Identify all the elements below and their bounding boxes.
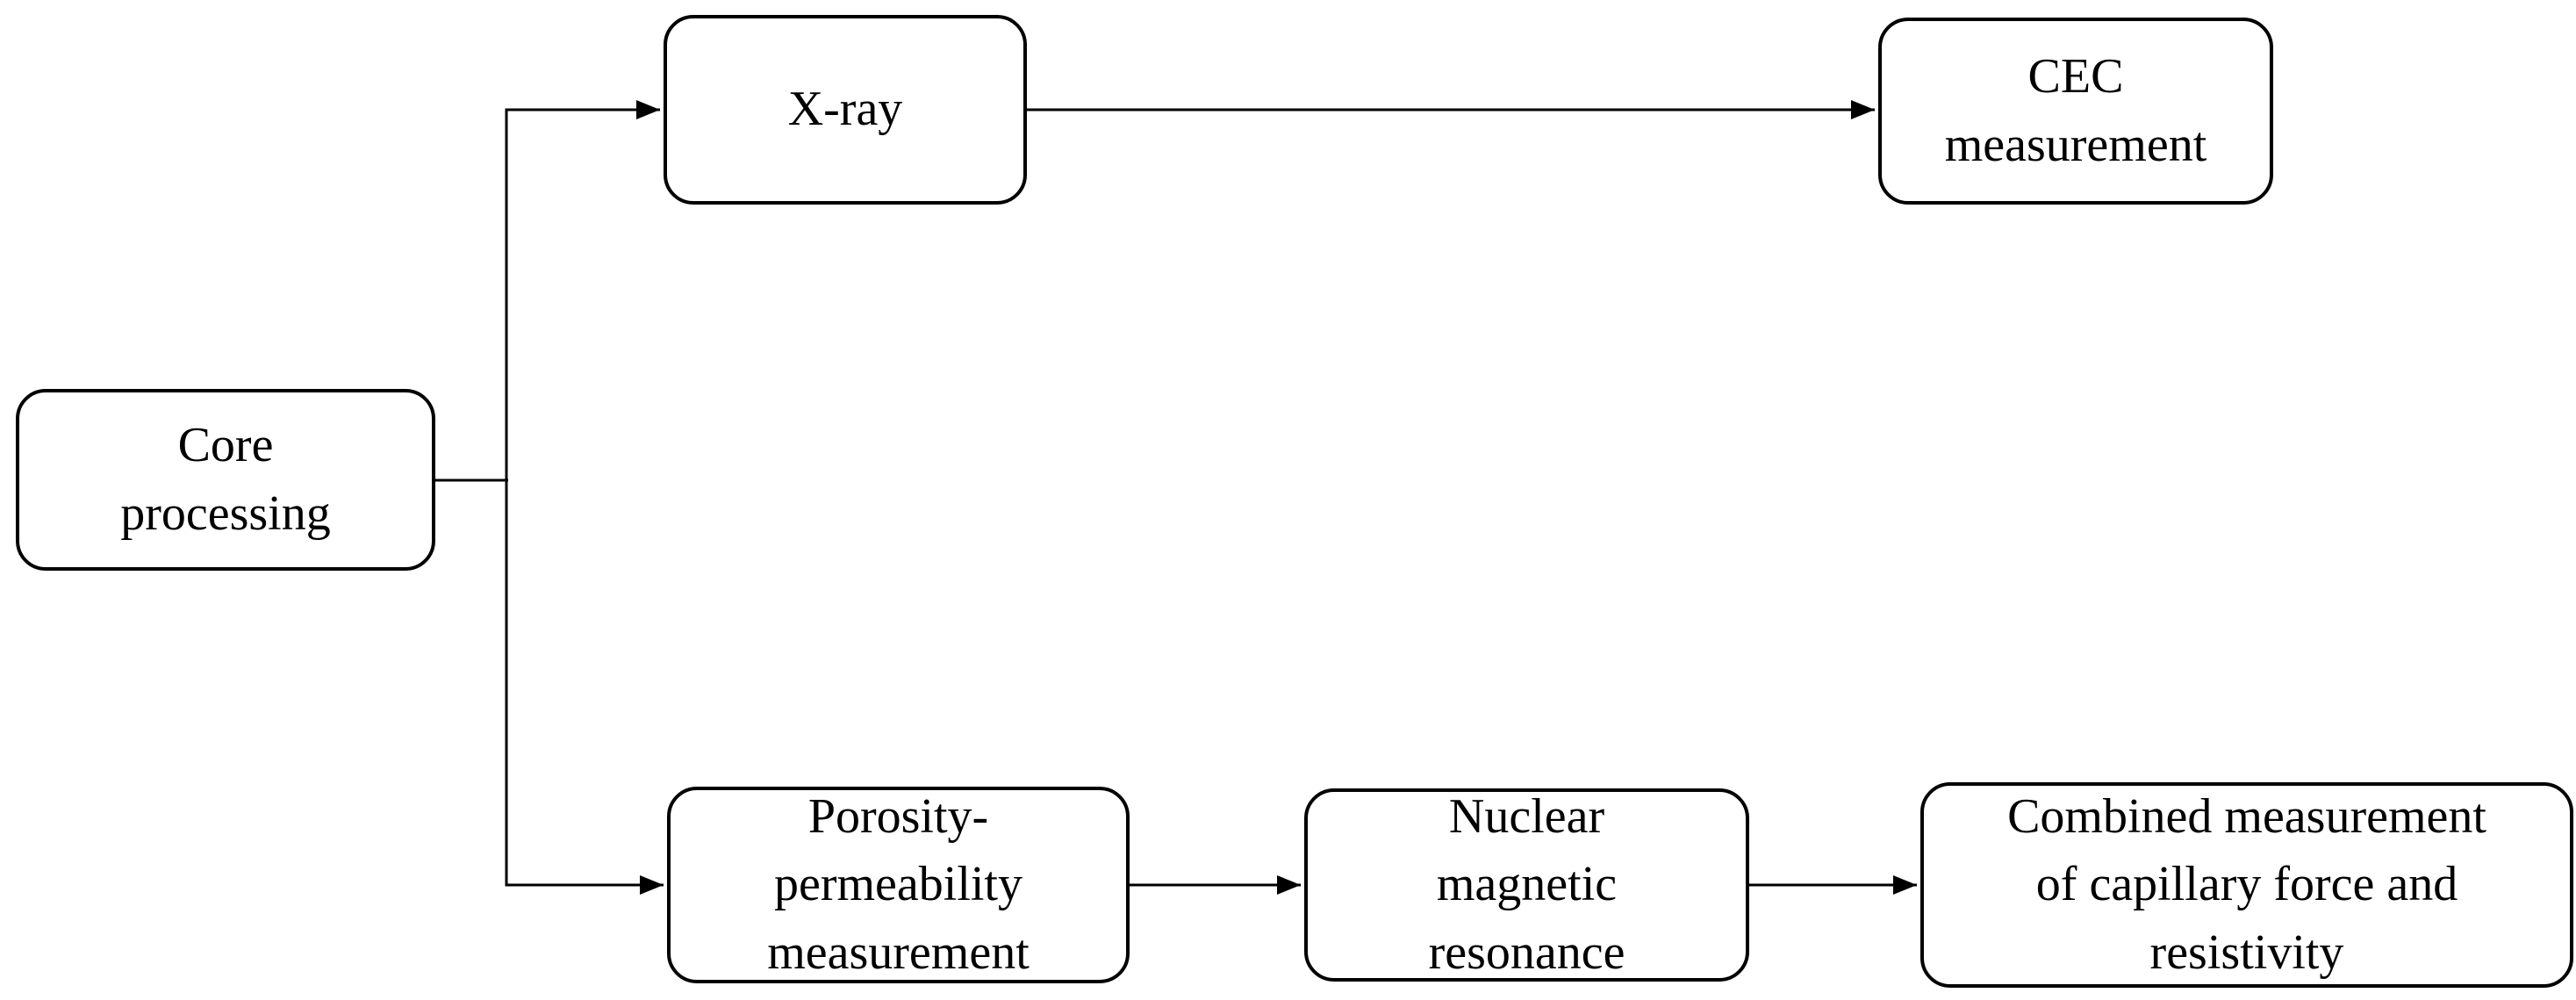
node-porosity-permeability-measurement-label: Porosity- permeability measurement	[767, 789, 1030, 980]
connector-core-to-xray	[505, 100, 660, 480]
node-nuclear-magnetic-resonance: Nuclear magnetic resonance	[1304, 788, 1749, 982]
node-x-ray: X-ray	[664, 15, 1027, 205]
node-combined-measurement: Combined measurement of capillary force …	[1920, 782, 2573, 988]
node-combined-measurement-label: Combined measurement of capillary force …	[2007, 789, 2486, 980]
node-core-processing-label: Core processing	[120, 418, 331, 541]
node-x-ray-label: X-ray	[787, 82, 903, 137]
node-porosity-permeability-measurement: Porosity- permeability measurement	[667, 787, 1130, 983]
node-nuclear-magnetic-resonance-label: Nuclear magnetic resonance	[1428, 789, 1625, 980]
node-cec-measurement: CEC measurement	[1878, 18, 2273, 205]
node-core-processing: Core processing	[16, 389, 435, 571]
connector-core-to-porosity	[505, 480, 664, 895]
node-cec-measurement-label: CEC measurement	[1944, 49, 2207, 172]
